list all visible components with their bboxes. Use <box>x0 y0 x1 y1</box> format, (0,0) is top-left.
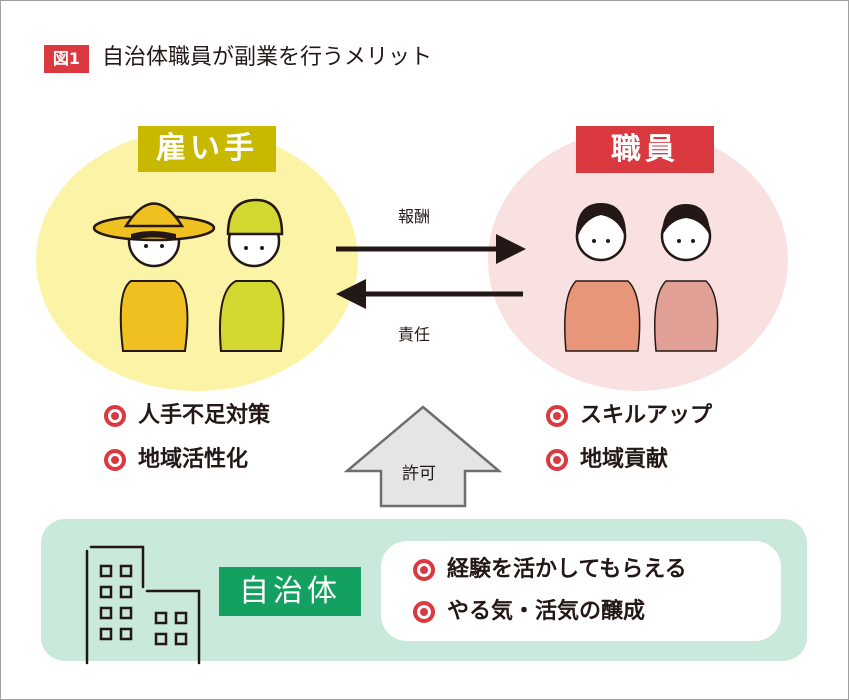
permission-arrow <box>344 405 503 508</box>
figure-title: 自治体職員が副業を行うメリット <box>102 45 433 70</box>
list-item: 地域貢献 <box>546 438 712 482</box>
farmers-illustration <box>92 198 285 352</box>
permission-label: 許可 <box>402 464 436 484</box>
responsibility-label: 責任 <box>398 325 431 344</box>
double-circle-icon <box>546 449 568 471</box>
double-circle-icon <box>546 405 568 427</box>
staff-benefits: スキルアップ 地域貢献 <box>546 394 712 482</box>
building-icon <box>85 545 201 665</box>
list-item: スキルアップ <box>546 394 712 438</box>
employer-circle <box>36 129 358 391</box>
exchange-arrows <box>336 234 526 309</box>
list-item: やる気・活気の醸成 <box>413 591 687 633</box>
figure-number-badge: 図1 <box>44 45 89 73</box>
double-circle-icon <box>413 559 435 581</box>
double-circle-icon <box>104 405 126 427</box>
municipality-label: 自治体 <box>219 567 361 616</box>
double-circle-icon <box>413 601 435 623</box>
reward-label: 報酬 <box>398 207 431 226</box>
municipality-benefits: 経験を活かしてもらえる やる気・活気の醸成 <box>413 549 687 633</box>
list-item: 地域活性化 <box>104 438 270 482</box>
employer-label: 雇い手 <box>138 126 276 172</box>
staff-illustration <box>564 203 719 352</box>
municipality-benefits-box <box>381 541 781 641</box>
list-item: 経験を活かしてもらえる <box>413 549 687 591</box>
staff-label: 職員 <box>576 126 714 173</box>
responsibility-arrowhead <box>336 279 366 309</box>
list-item: 人手不足対策 <box>104 394 270 438</box>
reward-arrowhead <box>496 234 526 264</box>
employer-benefits: 人手不足対策 地域活性化 <box>104 394 270 482</box>
double-circle-icon <box>104 449 126 471</box>
